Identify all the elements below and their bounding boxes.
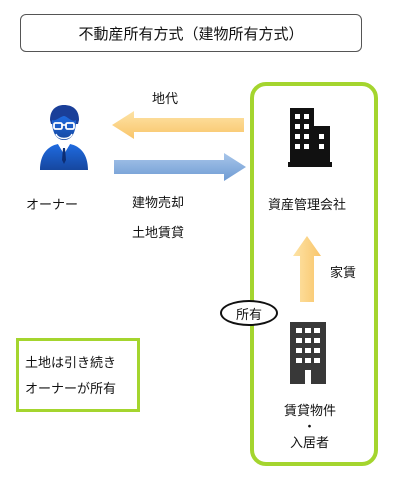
note-line-2: オーナーが所有	[25, 382, 117, 397]
property-label-line2: 入居者	[290, 436, 330, 451]
owner-label: オーナー	[26, 198, 79, 213]
building-sale-label: 建物売却	[132, 196, 185, 211]
company-label: 資産管理会社	[268, 198, 347, 213]
land-lease-label: 土地賃貸	[132, 226, 185, 241]
apartment-building-icon	[290, 322, 326, 384]
businessman-icon	[40, 105, 88, 170]
note-line-1: 土地は引き続き	[25, 356, 117, 371]
diagram-title-text: 不動産所有方式（建物所有方式）	[78, 24, 304, 43]
note-box: 土地は引き続き オーナーが所有	[16, 338, 140, 412]
property-label-dot: ・	[303, 420, 317, 435]
property-label-line1: 賃貸物件	[284, 404, 337, 419]
ground-rent-arrow	[112, 111, 244, 139]
rent-label: 家賃	[330, 266, 357, 281]
building-sale-arrow	[114, 153, 246, 181]
office-building-icon	[288, 108, 332, 167]
ownership-tag: 所有	[220, 300, 278, 326]
rent-arrow	[293, 236, 321, 302]
company-frame	[250, 82, 378, 466]
ground-rent-label: 地代	[152, 92, 179, 107]
diagram-title: 不動産所有方式（建物所有方式）	[20, 14, 362, 52]
ownership-tag-text: 所有	[235, 307, 262, 323]
